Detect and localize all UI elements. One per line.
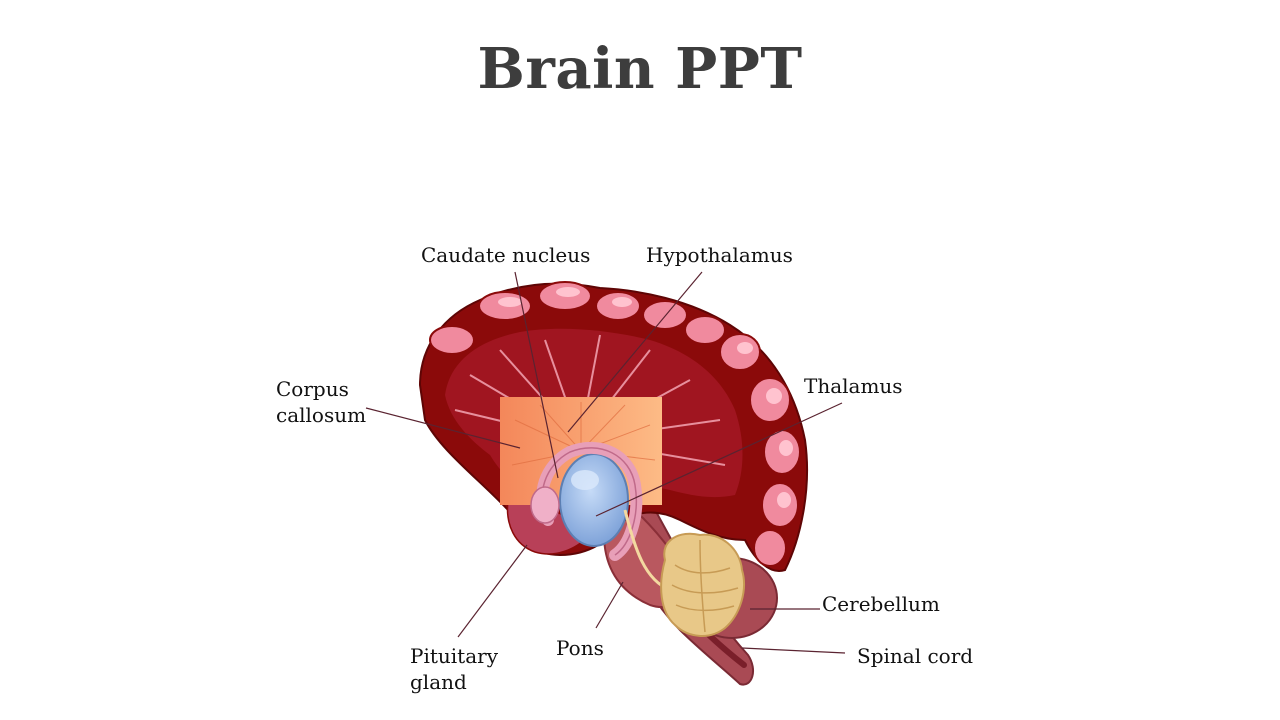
leader-thalamus xyxy=(595,402,843,517)
leader-spinal-cord xyxy=(741,647,846,654)
label-spinal-cord: Spinal cord xyxy=(857,644,974,668)
caudate-head xyxy=(530,486,560,524)
caudate-nucleus-outline xyxy=(541,447,637,556)
cerebellum xyxy=(660,532,746,637)
label-pons: Pons xyxy=(556,636,604,660)
label-pituitary-line2: gland xyxy=(410,670,467,694)
leader-corpus-callosum xyxy=(365,407,521,449)
label-thalamus: Thalamus xyxy=(804,374,903,398)
leader-hypothalamus xyxy=(567,271,703,433)
label-hypothalamus: Hypothalamus xyxy=(646,243,793,267)
thalamus xyxy=(559,453,629,547)
slide-title: Brain PPT xyxy=(477,36,803,102)
label-corpus-callosum-line1: Corpus xyxy=(276,377,349,401)
cortex-gyri xyxy=(429,281,801,567)
leader-pituitary xyxy=(457,544,528,638)
label-caudate-nucleus: Caudate nucleus xyxy=(421,243,591,267)
cortex-highlights xyxy=(498,287,793,508)
leader-lines xyxy=(365,271,846,654)
cerebellum-folia xyxy=(671,539,739,633)
label-cerebellum: Cerebellum xyxy=(822,592,940,616)
leader-pons xyxy=(595,581,624,629)
leader-caudate xyxy=(514,271,559,479)
thalamus-highlight xyxy=(571,470,599,490)
label-corpus-callosum-line2: callosum xyxy=(276,403,367,427)
label-pituitary-line1: Pituitary xyxy=(410,644,498,668)
